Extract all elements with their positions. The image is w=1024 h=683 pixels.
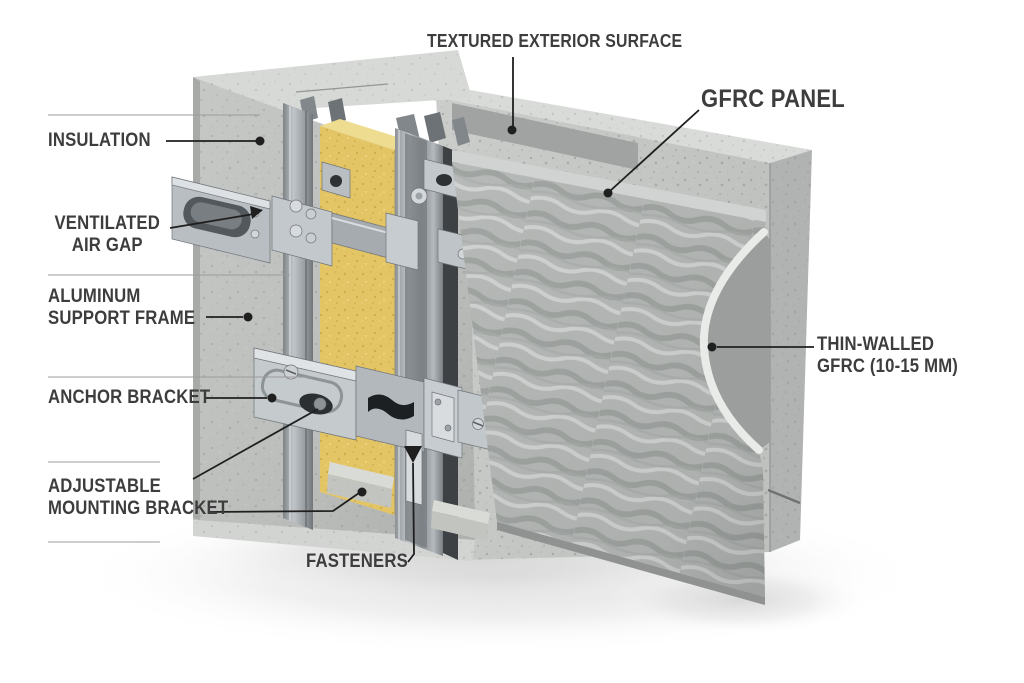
vertical-rail-left: [283, 103, 313, 530]
upper-bracket-assembly: [171, 158, 488, 275]
leader-textured-exterior-surface: [507, 57, 517, 135]
label-gfrc-panel: GFRC PANEL: [701, 85, 846, 113]
ventilated-gap-shadow: [443, 146, 458, 560]
label-adjustable-mounting-bracket: ADJUSTABLE MOUNTING BRACKET: [48, 476, 229, 520]
panel-top-edge: [452, 150, 766, 222]
leader-aluminum-support-frame: [206, 312, 253, 322]
thin-wall-cut-edge: [699, 228, 768, 454]
label-ventilated-air-gap: VENTILATED AIR GAP: [54, 213, 160, 257]
leader-anchor-bracket: [204, 393, 277, 403]
label-thin-walled-gfrc: THIN-WALLED GFRC (10-15 MM): [817, 334, 959, 378]
label-aluminum-support-frame: ALUMINUM SUPPORT FRAME: [48, 286, 196, 330]
label-rules: [48, 114, 313, 543]
leader-gfrc-panel: [603, 109, 700, 198]
base-sill-blocks: [327, 462, 490, 541]
leader-thin-walled-gfrc: [707, 342, 814, 352]
label-insulation: INSULATION: [48, 130, 151, 151]
gfrc-panel-textured: [452, 150, 768, 605]
leader-adjustable-mounting-bracket: [192, 408, 367, 513]
label-fasteners: FASTENERS: [306, 551, 408, 572]
leader-insulation: [166, 136, 265, 146]
leader-fasteners: [404, 446, 422, 563]
leader-lines: [166, 57, 814, 563]
label-textured-exterior-surface: TEXTURED EXTERIOR SURFACE: [427, 31, 683, 51]
label-anchor-bracket: ANCHOR BRACKET: [48, 387, 211, 408]
leader-ventilated-air-gap: [169, 206, 263, 229]
panel-bottom-edge: [497, 522, 765, 605]
